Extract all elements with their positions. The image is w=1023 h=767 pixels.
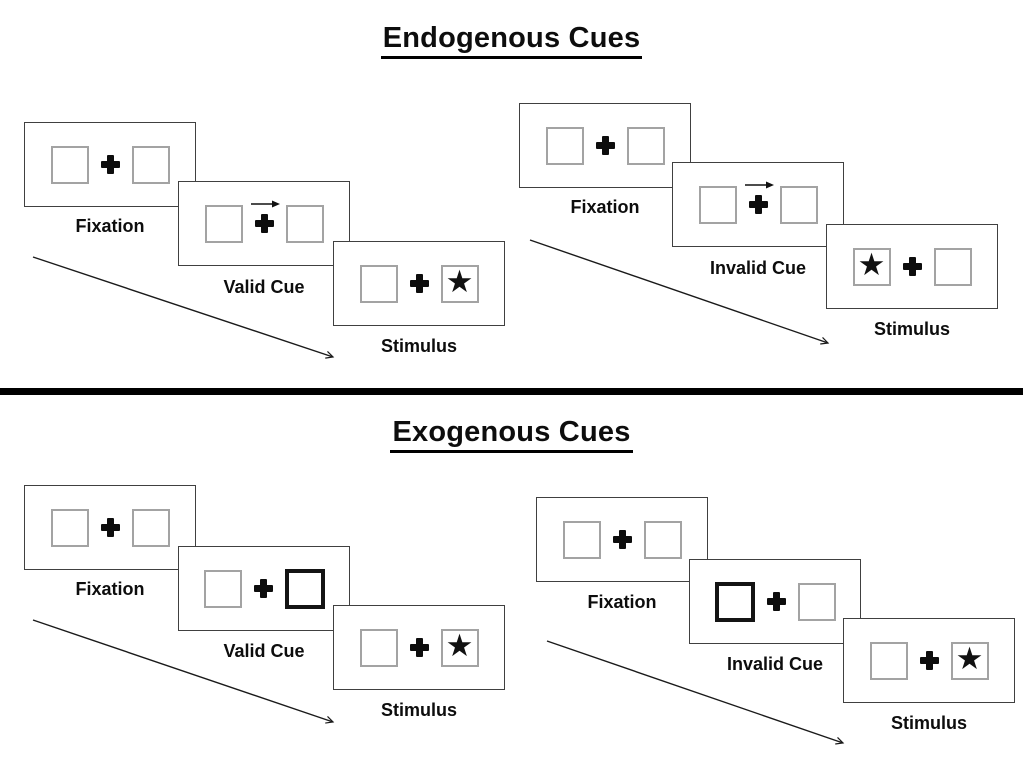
cue-area — [744, 181, 774, 214]
panel-label: Valid Cue — [223, 277, 305, 297]
panel-label: Fixation — [75, 216, 145, 236]
exogenous-section-title: Exogenous Cues — [0, 416, 1023, 453]
target-box: ★ — [950, 641, 989, 680]
timeline-arrow-exogenous-valid — [32, 619, 335, 724]
fixation-cross-icon — [409, 638, 429, 657]
right-arrow-cue-icon — [250, 200, 280, 208]
star-stimulus-icon: ★ — [857, 247, 886, 283]
left-box — [50, 508, 89, 547]
fixation-cross-icon — [100, 518, 120, 537]
highlighted-cue-box — [284, 568, 325, 609]
endogenous-valid-stimulus-screen: ★ — [333, 241, 505, 326]
endogenous-invalid-cue-screen — [672, 162, 844, 247]
target-box: ★ — [440, 264, 479, 303]
left-box — [562, 520, 601, 559]
panel-label: Fixation — [75, 579, 145, 599]
panel-label: Fixation — [587, 592, 657, 612]
left-box — [204, 204, 243, 243]
right-box — [779, 185, 818, 224]
cue-area — [250, 200, 280, 233]
panel-label: Stimulus — [890, 713, 967, 733]
panel-label: Stimulus — [380, 336, 457, 356]
right-box — [285, 204, 324, 243]
target-box: ★ — [852, 247, 891, 286]
right-box — [131, 145, 170, 184]
left-box — [545, 126, 584, 165]
panel-label: Invalid Cue — [709, 258, 807, 278]
fixation-cross-icon — [254, 214, 274, 233]
left-box — [698, 185, 737, 224]
panel-label: Fixation — [570, 197, 640, 217]
right-box — [797, 582, 836, 621]
right-arrow-cue-icon — [744, 181, 774, 189]
panel-label: Invalid Cue — [726, 654, 824, 674]
fixation-cross-icon — [100, 155, 120, 174]
panel-label: Valid Cue — [223, 641, 305, 661]
left-box — [359, 264, 398, 303]
exogenous-invalid-stimulus-screen: ★ — [843, 618, 1015, 703]
exogenous-valid-stimulus-screen: ★ — [333, 605, 505, 690]
exogenous-title-text: Exogenous Cues — [390, 416, 633, 453]
star-stimulus-icon: ★ — [955, 641, 984, 677]
fixation-cross-icon — [902, 257, 922, 276]
fixation-cross-icon — [919, 651, 939, 670]
fixation-cross-icon — [253, 579, 273, 598]
exogenous-invalid-fixation-screen — [536, 497, 708, 582]
endogenous-title-text: Endogenous Cues — [380, 22, 643, 59]
exogenous-invalid-cue-screen — [689, 559, 861, 644]
right-box — [643, 520, 682, 559]
left-box — [50, 145, 89, 184]
highlighted-cue-box — [714, 581, 755, 622]
target-box: ★ — [440, 628, 479, 667]
endogenous-valid-cue-screen — [178, 181, 350, 266]
star-stimulus-icon: ★ — [445, 264, 474, 300]
fixation-cross-icon — [595, 136, 615, 155]
fixation-cross-icon — [766, 592, 786, 611]
left-box — [359, 628, 398, 667]
endogenous-invalid-fixation-screen — [519, 103, 691, 188]
left-box — [203, 569, 242, 608]
star-stimulus-icon: ★ — [445, 628, 474, 664]
timeline-arrow-endogenous-invalid — [529, 239, 830, 345]
left-box — [869, 641, 908, 680]
fixation-cross-icon — [409, 274, 429, 293]
fixation-cross-icon — [612, 530, 632, 549]
endogenous-section-title: Endogenous Cues — [0, 22, 1023, 59]
endogenous-valid-fixation-screen — [24, 122, 196, 207]
timeline-arrow-endogenous-valid — [32, 256, 335, 359]
right-box — [933, 247, 972, 286]
panel-label: Stimulus — [380, 700, 457, 720]
right-box — [131, 508, 170, 547]
section-divider — [0, 388, 1023, 395]
exogenous-valid-fixation-screen — [24, 485, 196, 570]
exogenous-valid-cue-screen — [178, 546, 350, 631]
right-box — [626, 126, 665, 165]
fixation-cross-icon — [748, 195, 768, 214]
endogenous-invalid-stimulus-screen: ★ — [826, 224, 998, 309]
panel-label: Stimulus — [873, 319, 950, 339]
